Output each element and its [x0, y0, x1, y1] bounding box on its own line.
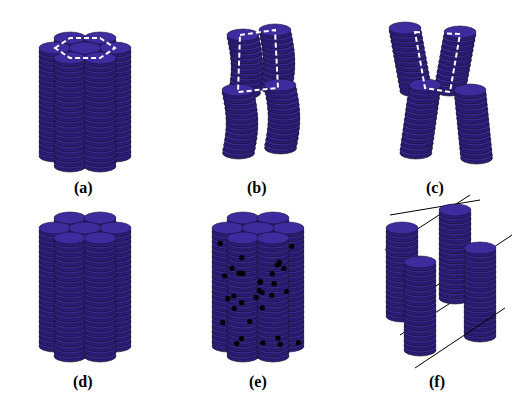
dopant-dot	[232, 306, 237, 311]
dopant-dot	[281, 266, 286, 271]
dopant-dot	[234, 341, 239, 346]
dopant-dot	[247, 319, 252, 324]
dopant-dot	[239, 255, 244, 260]
dopant-dot	[254, 295, 259, 300]
dopant-dot	[296, 340, 301, 345]
disc-molecule	[84, 232, 116, 244]
dopant-dot	[278, 342, 283, 347]
dopant-dot	[220, 320, 225, 325]
disc-molecule	[227, 232, 259, 244]
panel-label: (e)	[249, 373, 267, 391]
disc-molecule	[84, 232, 116, 244]
disc-molecule	[444, 26, 476, 38]
dashed-rectangle	[238, 30, 278, 92]
dopant-dot	[269, 293, 274, 298]
dopant-dot	[260, 305, 265, 310]
dopant-dot	[275, 335, 280, 340]
lattice-line	[385, 195, 470, 250]
disc-molecule	[264, 79, 296, 91]
dopant-dot	[260, 340, 265, 345]
dopant-dot	[239, 336, 244, 341]
disc-molecule	[439, 204, 471, 216]
panel-label: (a)	[74, 179, 93, 197]
dopant-dot	[225, 296, 230, 301]
panel-label: (b)	[247, 179, 267, 197]
disc-molecule	[227, 232, 259, 244]
panel-label: (f)	[429, 373, 445, 391]
disc-molecule	[54, 232, 86, 244]
dashed-parallelogram	[415, 32, 460, 92]
disc-molecule	[257, 232, 289, 244]
disc-molecule	[386, 222, 418, 234]
dopant-dot	[258, 279, 263, 284]
disc-molecule	[257, 232, 289, 244]
dopant-dot	[289, 244, 294, 249]
disc-molecule	[454, 84, 486, 96]
dopant-dot	[270, 271, 275, 276]
dopant-dot	[231, 293, 236, 298]
dopant-dot	[272, 281, 277, 286]
panel-label: (d)	[73, 373, 93, 391]
dopant-dot	[218, 241, 223, 246]
lattice-line	[430, 235, 512, 290]
disc-molecule	[464, 242, 496, 254]
dopant-dot	[258, 280, 263, 285]
dopant-dot	[230, 266, 235, 271]
panel-label: (c)	[426, 179, 444, 197]
dopant-dot	[239, 300, 244, 305]
dopant-dot	[277, 260, 282, 265]
dopant-dot	[260, 290, 265, 295]
dopant-dot	[236, 271, 241, 276]
dashed-hexagon	[55, 38, 115, 58]
lattice-line	[415, 308, 505, 368]
disc-molecule	[54, 232, 86, 244]
disc-molecule	[404, 256, 436, 268]
dopant-dot	[222, 273, 227, 278]
dopant-dot	[284, 289, 289, 294]
lattice-line	[390, 200, 480, 215]
